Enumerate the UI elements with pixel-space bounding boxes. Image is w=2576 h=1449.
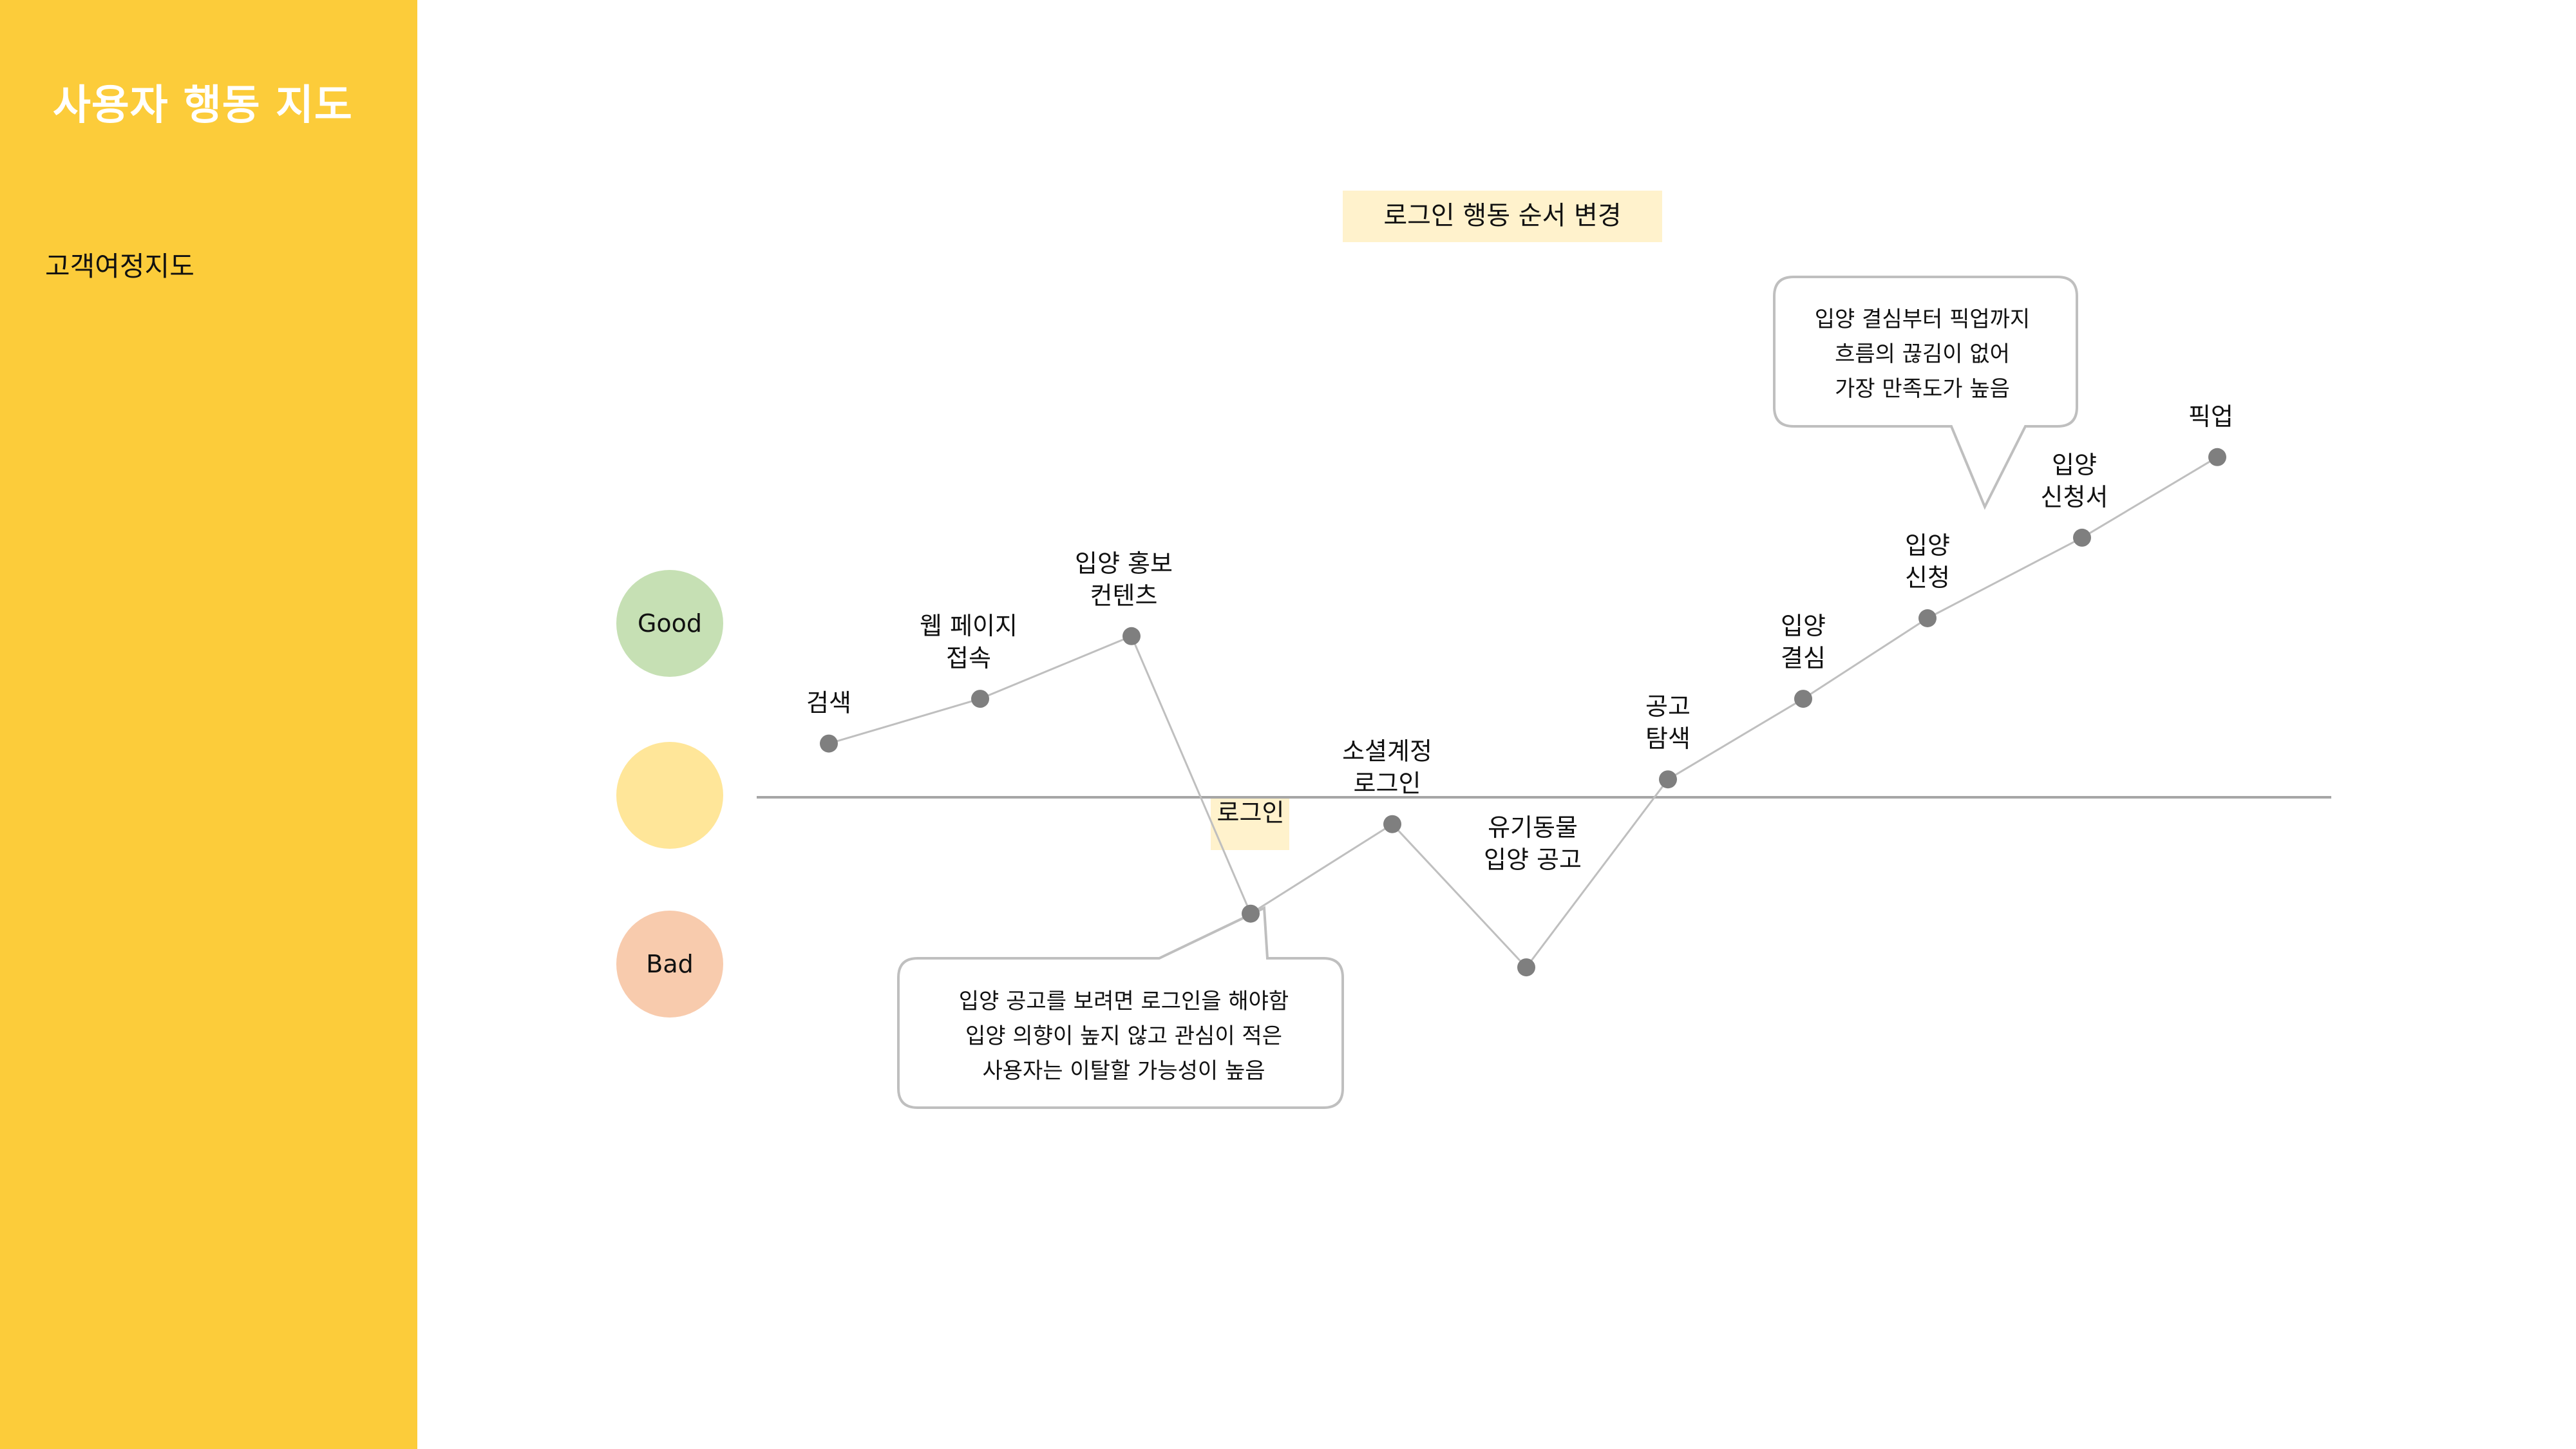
page-subtitle: 고객여정지도 bbox=[45, 251, 194, 282]
bottom-callout-line-1: 입양 공고를 보려면 로그인을 해야함 bbox=[959, 989, 1289, 1014]
journey-point-label: 웹 페이지 bbox=[920, 612, 1018, 640]
journey-point bbox=[1517, 958, 1535, 977]
legend-bad-circle bbox=[616, 911, 723, 1018]
journey-point-label: 컨텐츠 bbox=[1090, 582, 1158, 610]
journey-point-label: 입양 bbox=[2052, 451, 2097, 479]
journey-point-label: 입양 공고 bbox=[1484, 846, 1582, 874]
journey-point-label: 입양 bbox=[1781, 612, 1826, 640]
bottom-callout-line-2: 입양 의향이 높지 않고 관심이 적은 bbox=[965, 1023, 1282, 1049]
journey-point-label: 로그인 bbox=[1217, 799, 1285, 827]
journey-point-label: 소셜계정 bbox=[1342, 737, 1432, 766]
top-callout-line-3: 가장 만족도가 높음 bbox=[1835, 376, 2010, 402]
journey-segment bbox=[1803, 617, 1928, 700]
journey-point bbox=[971, 690, 989, 708]
journey-segment bbox=[1525, 779, 1669, 969]
login-highlight-box bbox=[1211, 797, 1289, 850]
top-callout-bubble bbox=[1773, 276, 2078, 510]
journey-point-label: 접속 bbox=[946, 644, 991, 672]
page-title: 사용자 행동 지도 bbox=[53, 82, 353, 129]
journey-point bbox=[1383, 815, 1401, 833]
journey-point-label: 공고 bbox=[1645, 692, 1690, 721]
highlight-label: 로그인 행동 순서 변경 bbox=[1383, 201, 1621, 231]
bottom-callout-bubble bbox=[897, 905, 1344, 1109]
journey-point-label: 신청 bbox=[1905, 564, 1950, 592]
journey-point bbox=[1794, 690, 1812, 708]
journey-segment bbox=[1250, 823, 1393, 914]
journey-point-label: 탐색 bbox=[1645, 724, 1690, 753]
journey-point bbox=[1659, 770, 1677, 789]
journey-segment bbox=[980, 635, 1132, 700]
journey-point-label: 검색 bbox=[806, 689, 851, 717]
journey-segment bbox=[1391, 823, 1528, 969]
legend-neutral-circle bbox=[616, 742, 723, 849]
sidebar: 사용자 행동 지도 고객여정지도 bbox=[0, 0, 417, 1449]
journey-point bbox=[1242, 904, 1260, 923]
journey-point-label: 입양 홍보 bbox=[1075, 549, 1173, 578]
journey-segment bbox=[1927, 536, 2083, 620]
legend-bad-label: Bad bbox=[646, 950, 693, 978]
journey-segment bbox=[1667, 697, 1804, 781]
top-callout-line-2: 흐름의 끊김이 없어 bbox=[1835, 341, 2010, 367]
journey-point bbox=[1122, 627, 1141, 645]
journey-point-label: 신청서 bbox=[2041, 483, 2108, 511]
journey-point-label: 결심 bbox=[1781, 644, 1826, 672]
top-callout-line-1: 입양 결심부터 픽업까지 bbox=[1815, 307, 2030, 332]
journey-point-label: 유기동물 bbox=[1488, 813, 1578, 842]
highlight-box bbox=[1343, 191, 1662, 242]
journey-point bbox=[1918, 609, 1937, 627]
journey-point bbox=[2073, 528, 2091, 547]
journey-point-label: 픽업 bbox=[2188, 402, 2233, 431]
journey-segment bbox=[828, 697, 981, 745]
legend-good-label: Good bbox=[638, 609, 702, 638]
journey-point bbox=[2208, 448, 2226, 466]
journey-point-label: 입양 bbox=[1905, 531, 1950, 560]
journey-segment bbox=[2081, 456, 2218, 539]
journey-point bbox=[820, 734, 838, 753]
journey-segment bbox=[1130, 636, 1252, 914]
bottom-callout-line-3: 사용자는 이탈할 가능성이 높음 bbox=[982, 1058, 1265, 1084]
journey-point-label: 로그인 bbox=[1354, 770, 1421, 798]
legend-good-circle bbox=[616, 570, 723, 677]
